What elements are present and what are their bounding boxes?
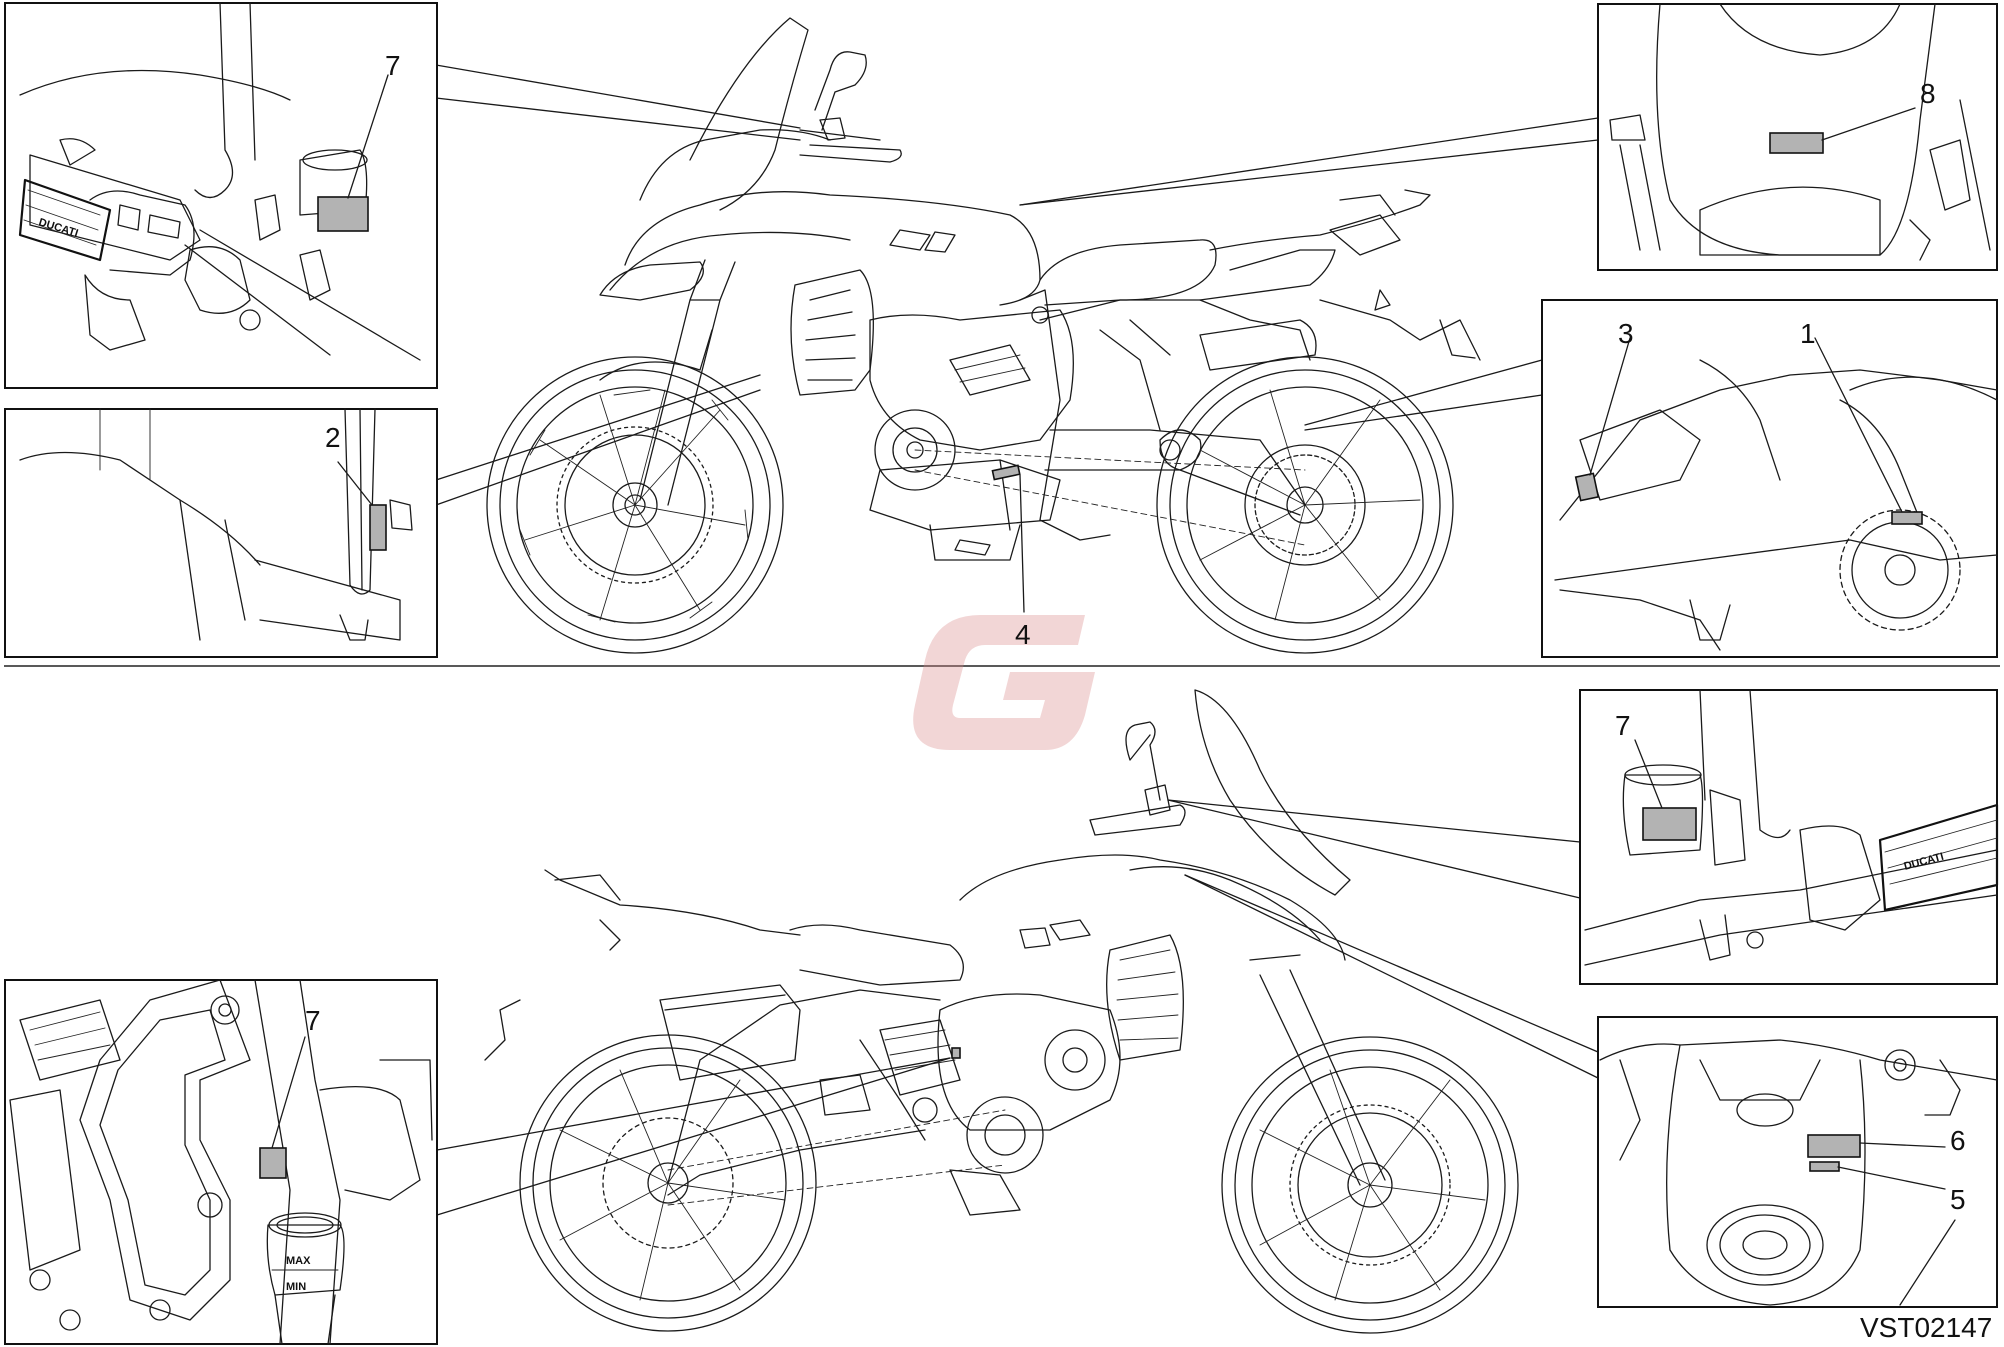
callout-top-frame-center: 4 xyxy=(1015,619,1031,650)
reservoir-min-text: MIN xyxy=(286,1281,306,1293)
top-left-label-7-patch xyxy=(317,196,369,232)
watermark-logo: G xyxy=(913,615,1095,750)
top-fork-label-2-patch xyxy=(369,504,387,551)
inset-top-left-handlebar: DUCATI xyxy=(4,2,438,389)
callout-top-rear-frame-left: 3 xyxy=(1618,318,1634,349)
inset-bottom-right-handlebar: DUCATI xyxy=(1579,689,1999,985)
callout-bottom-tank-upper: 6 xyxy=(1950,1125,1966,1156)
callout-top-handlebar-left: 7 xyxy=(385,50,401,81)
top-frame-label-1-patch xyxy=(1891,511,1923,525)
top-rear-wheel xyxy=(1156,356,1454,654)
top-label-4-patch xyxy=(991,464,1021,481)
inset-bottom-left-brake: MAX MIN xyxy=(4,979,438,1345)
inset-top-right-frame xyxy=(1541,299,1998,658)
bottom-right-label-7-patch xyxy=(1642,807,1697,841)
top-front-wheel xyxy=(486,356,784,654)
top-tank-label-8-patch xyxy=(1769,132,1824,154)
bottom-rear-wheel xyxy=(519,1034,817,1332)
bottom-tank-label-6-patch xyxy=(1807,1134,1861,1158)
callout-top-tank-under-seat: 8 xyxy=(1920,78,1936,109)
top-frame-label-3-patch xyxy=(1574,472,1600,502)
bottom-left-label-7-patch xyxy=(259,1147,287,1179)
bottom-frame-label-patch xyxy=(951,1047,961,1059)
callout-top-rear-frame-right: 1 xyxy=(1800,318,1816,349)
bottom-leader-lines xyxy=(436,799,1599,1216)
callout-bottom-rear-brake: 7 xyxy=(305,1005,321,1036)
bottom-front-wheel xyxy=(1221,1036,1519,1334)
top-leader-lines xyxy=(435,64,1599,613)
inset-bottom-right-tank xyxy=(1597,1016,1998,1308)
bottom-motorcycle-drawing xyxy=(484,689,1519,1334)
callout-bottom-tank-lower: 5 xyxy=(1950,1184,1966,1215)
bottom-tank-label-5-patch xyxy=(1809,1161,1840,1172)
drawing-code: VST02147 xyxy=(1860,1312,1992,1343)
callout-bottom-handlebar-right: 7 xyxy=(1615,710,1631,741)
inset-top-right-tank xyxy=(1597,3,1998,271)
reservoir-max-text: MAX xyxy=(286,1255,311,1267)
callout-top-fork-leg: 2 xyxy=(325,422,341,453)
inset-top-left-fork xyxy=(4,408,438,658)
top-motorcycle-drawing xyxy=(486,17,1481,654)
